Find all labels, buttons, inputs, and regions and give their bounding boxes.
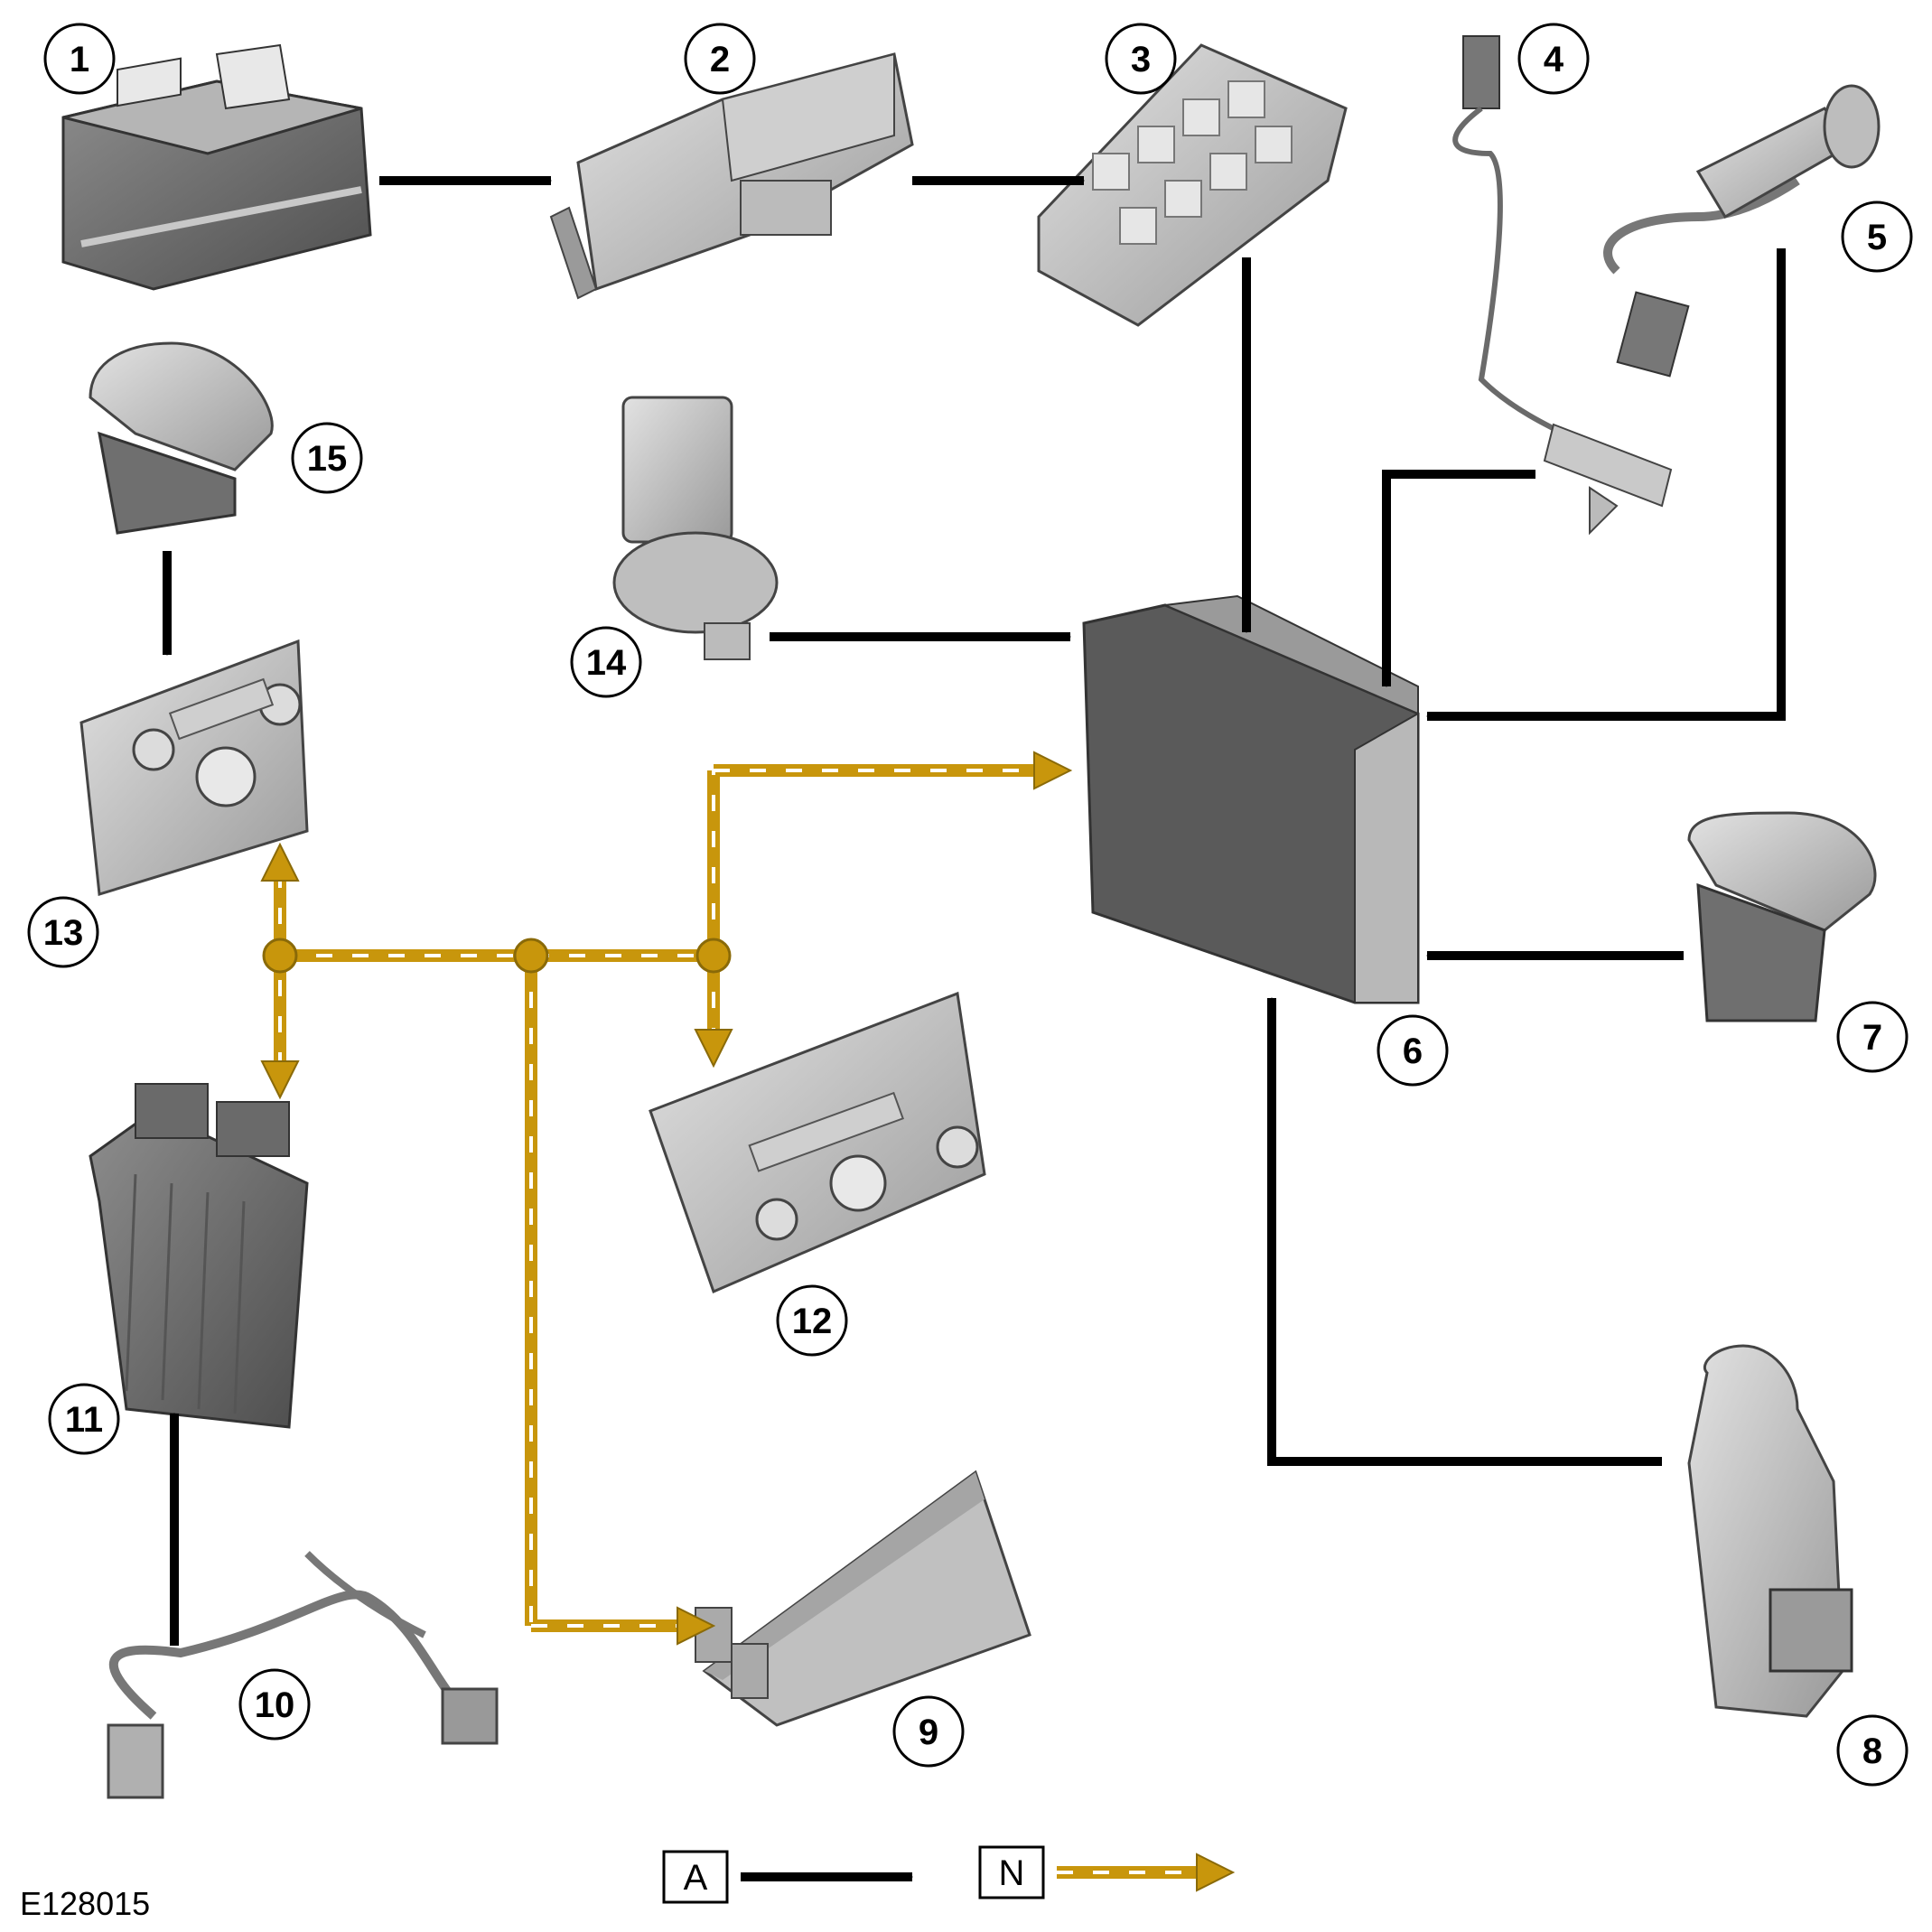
callout-number: 12 xyxy=(792,1302,833,1341)
wiring-harness-sensor-icon xyxy=(1603,84,1881,378)
callout-8: 8 xyxy=(1836,1714,1909,1787)
climate-control-panel-icon xyxy=(79,639,309,896)
callout-circle xyxy=(1841,201,1913,273)
callout-circle xyxy=(43,23,116,95)
callout-number: 9 xyxy=(919,1713,938,1752)
callout-number: 14 xyxy=(586,643,627,683)
control-panel-icon xyxy=(649,991,986,1294)
can-arrow-13 xyxy=(260,842,300,882)
callout-11: 11 xyxy=(48,1383,120,1455)
central-junction-box-icon xyxy=(1037,43,1348,327)
can-junction xyxy=(262,938,298,974)
callout-number: 7 xyxy=(1862,1018,1882,1058)
harness-sensor-icon xyxy=(107,1551,499,1799)
callout-circle xyxy=(1105,23,1177,95)
callout-10: 10 xyxy=(238,1668,311,1741)
line-4-6 xyxy=(1382,470,1535,687)
can-arrow-6 xyxy=(1033,751,1073,790)
sensor-housing-icon xyxy=(1687,811,1877,1022)
callout-3: 3 xyxy=(1105,23,1177,95)
callout-number: 2 xyxy=(710,40,730,79)
callout-circle xyxy=(48,1383,120,1455)
legend-label-a: A xyxy=(684,1858,708,1898)
callout-circle xyxy=(27,896,99,968)
callout-number: 11 xyxy=(65,1400,103,1440)
callout-12: 12 xyxy=(776,1284,848,1357)
callout-6: 6 xyxy=(1377,1014,1449,1087)
callout-number: 4 xyxy=(1544,40,1564,79)
callout-15: 15 xyxy=(291,422,363,494)
callout-circle xyxy=(570,626,642,698)
engine-control-module-icon xyxy=(89,1083,309,1429)
callout-circle xyxy=(1836,1714,1909,1787)
callout-circle xyxy=(892,1695,965,1768)
callout-2: 2 xyxy=(684,23,756,95)
can-arrow-12 xyxy=(694,1029,733,1069)
legend-box-a xyxy=(662,1850,729,1904)
callout-number: 13 xyxy=(43,913,84,953)
can-junction xyxy=(695,938,732,974)
display-module-icon xyxy=(695,1470,1031,1727)
sensor-bracket-icon xyxy=(1687,1344,1853,1718)
line-8-6 xyxy=(1267,997,1662,1466)
callout-4: 4 xyxy=(1517,23,1590,95)
battery-junction-box-icon xyxy=(549,52,914,300)
battery-icon xyxy=(61,43,372,291)
hardwired-connections xyxy=(163,176,1786,1646)
callout-number: 10 xyxy=(255,1685,295,1725)
callout-number: 8 xyxy=(1862,1731,1882,1771)
control-module-icon xyxy=(1082,594,1420,1004)
callout-number: 5 xyxy=(1867,218,1887,257)
legend: A N xyxy=(662,1845,1236,1904)
callout-9: 9 xyxy=(892,1695,965,1768)
sensor-housing-icon xyxy=(89,341,274,535)
temperature-sensor-icon xyxy=(1452,35,1673,536)
pressure-sensor-icon xyxy=(612,396,779,660)
callout-circle xyxy=(776,1284,848,1357)
callout-number: 15 xyxy=(307,439,348,479)
callout-7: 7 xyxy=(1836,1001,1909,1073)
callout-14: 14 xyxy=(570,626,642,698)
can-junction xyxy=(513,938,549,974)
callout-circle xyxy=(1517,23,1590,95)
legend-arrow-n xyxy=(1057,1853,1236,1892)
callout-circle xyxy=(1377,1014,1449,1087)
callout-circle xyxy=(684,23,756,95)
can-arrow-11 xyxy=(260,1060,300,1100)
callout-circle xyxy=(1836,1001,1909,1073)
can-arrow-9 xyxy=(677,1606,716,1646)
figure-reference: E128015 xyxy=(20,1885,150,1922)
legend-box-n xyxy=(978,1845,1045,1899)
callout-13: 13 xyxy=(27,896,99,968)
callout-5: 5 xyxy=(1841,201,1913,273)
callout-circle xyxy=(291,422,363,494)
line-5-6 xyxy=(1426,248,1786,721)
callout-circle xyxy=(238,1668,311,1741)
callout-1: 1 xyxy=(43,23,116,95)
callout-number: 3 xyxy=(1131,40,1151,79)
callout-number: 6 xyxy=(1403,1031,1423,1071)
can-bus-network xyxy=(260,751,1073,1646)
legend-label-n: N xyxy=(999,1853,1025,1893)
callout-number: 1 xyxy=(70,40,89,79)
